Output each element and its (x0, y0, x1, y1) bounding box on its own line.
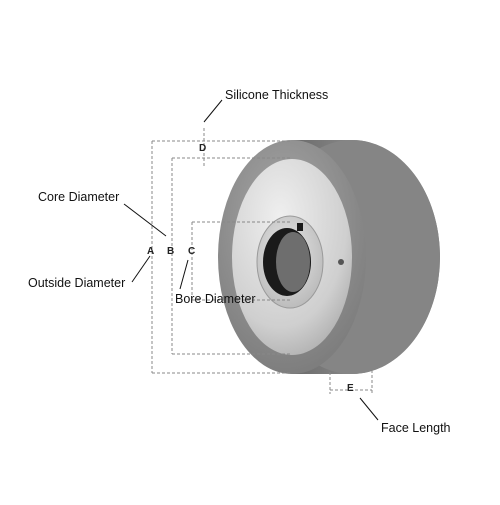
label-bore-diameter: Bore Diameter (175, 292, 256, 306)
label-outside-diameter: Outside Diameter (28, 276, 126, 290)
keyway (297, 223, 303, 231)
leader-silicone-thickness (203, 99, 223, 123)
leader-core-diameter (123, 203, 167, 237)
dimension-lines (151, 128, 373, 394)
dim-letter-b: B (167, 246, 175, 257)
label-core-diameter: Core Diameter (38, 190, 120, 204)
set-screw (338, 259, 344, 265)
leader-lines (123, 99, 379, 421)
leader-outside-diameter (131, 255, 151, 283)
leader-bore-diameter (179, 259, 189, 290)
dim-letter-e: E (347, 383, 354, 394)
bore-inner-wall (276, 232, 310, 292)
leader-face-length (359, 397, 379, 421)
dim-letter-a: A (147, 246, 155, 257)
dim-letter-d: D (199, 143, 207, 154)
label-silicone-thickness: Silicone Thickness (225, 88, 329, 102)
dim-letter-c: C (188, 246, 196, 257)
label-face-length: Face Length (381, 421, 451, 435)
